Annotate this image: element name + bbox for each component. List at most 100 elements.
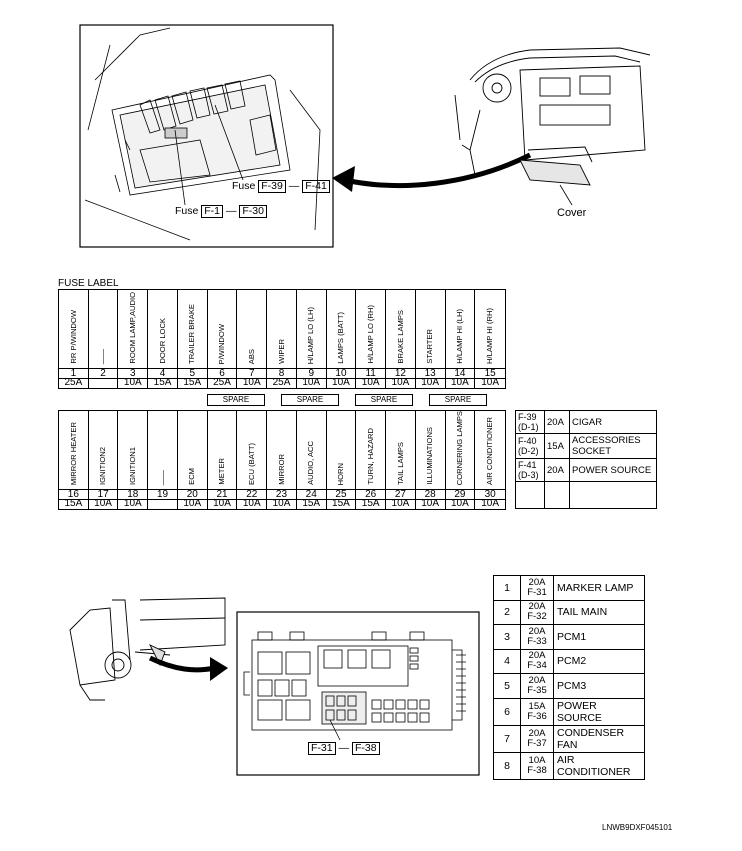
fuse-amperage: 15A [528, 700, 546, 712]
fuse-amperage: 10A [528, 754, 546, 766]
fuse-circuit-label: CORNERING LAMPS [455, 410, 465, 485]
dash: — [288, 180, 300, 192]
fuse-id-from: F-31 [308, 742, 336, 755]
fuse-amperage: 10A [242, 377, 261, 388]
fuse-circuit-label: BRAKE LAMPS [395, 310, 405, 364]
fuse-circuit-label: ROOM LAMP,AUDIO [128, 292, 138, 364]
fuse-circuit-label: LAMPS (BATT) [336, 312, 346, 364]
fuse-amperage: 10A [450, 377, 469, 388]
fuse-amperage: 10A [421, 498, 440, 509]
fuse-number: 1 [70, 368, 77, 379]
fuse-id-from: F-39 [258, 180, 286, 193]
fuse-id: F-41 [518, 460, 537, 470]
fuse-number: 17 [97, 489, 109, 500]
fuse-amperage: 25A [213, 377, 231, 388]
fuse-id: F-38 [527, 764, 547, 776]
fuse-position: 4 [493, 648, 521, 674]
fuse-circuit-label: DOOR LOCK [157, 318, 167, 364]
fuse-amperage: 10A [481, 377, 500, 388]
fuse-amperage: 20A [528, 625, 546, 637]
fuse-number: 18 [127, 489, 139, 500]
fuse-id-from: F-1 [201, 205, 224, 218]
fuse-number: 5 [189, 368, 196, 379]
fuse-sub-id: (D-1) [518, 422, 539, 432]
fuse-number: 6 [219, 368, 225, 379]
fuse-circuit-label: RR P/WINDOW [68, 310, 78, 364]
fuse-number: 22 [246, 489, 258, 500]
fuse-callout-f31-f38: F-31 — F-38 [308, 742, 380, 755]
fuse-amperage: 20A [528, 650, 546, 662]
fuse-amperage: 20A [544, 410, 570, 434]
fuse-amperage: 10A [391, 377, 410, 388]
fuse-number: 14 [454, 368, 466, 379]
fuse-amperage: 10A [272, 498, 291, 509]
fuse-circuit-name: PCM2 [553, 648, 645, 674]
fuse-label-title: FUSE LABEL [58, 278, 119, 289]
fuse-amperage: 10A [391, 498, 410, 509]
fuse-panel-sketch [84, 27, 321, 241]
dash: — [338, 742, 350, 754]
fuse-circuit-name: MARKER LAMP [553, 575, 645, 601]
fuse-position: 2 [493, 599, 521, 625]
fuse-amperage: 15A [544, 433, 570, 459]
fuse-id: F-40 [518, 436, 537, 446]
fuse-amperage: 15A [332, 498, 350, 509]
fuse-number: 12 [394, 368, 406, 379]
dash: — [225, 205, 237, 217]
fuse-number: 26 [365, 489, 377, 500]
fuse-id: F-36 [527, 710, 547, 722]
fuse-circuit-label: P/WINDOW [217, 323, 227, 365]
fuse-circuit-label: ECU (BATT) [246, 442, 256, 485]
fuse-amperage: 10A [123, 377, 142, 388]
fuse-word: Fuse [175, 205, 199, 217]
fuse-amperage: 10A [213, 498, 231, 509]
fuse-cell: ——2 [89, 290, 119, 388]
fuse-circuit-label: AUDIO, ACC [306, 441, 316, 485]
fuse-circuit-label: —— [157, 469, 167, 485]
fuse-amperage: 15A [183, 377, 202, 388]
fuse-sub-id: (D-3) [518, 470, 539, 480]
fuse-amperage: 10A [94, 498, 112, 509]
fuse-amperage: 20A [528, 727, 546, 739]
spare-label: SPARE [207, 394, 265, 406]
top-illustration [79, 24, 651, 248]
fuse-sub-id: (D-2) [518, 446, 539, 456]
fuse-number: 3 [130, 368, 136, 379]
fuse-circuit-name: PCM1 [553, 624, 645, 650]
fuse-number: 24 [305, 489, 317, 500]
fuse-circuit-label: H/LAMP HI (LH) [455, 309, 465, 364]
fuse-circuit-label: IGNITION2 [98, 447, 108, 485]
fuse-circuit-label: MIRROR HEATER [68, 421, 78, 485]
fuse-number: 21 [216, 489, 228, 500]
fuse-number: 13 [424, 368, 436, 379]
fuse-amperage: 10A [123, 498, 142, 509]
fuse-circuit-name: PCM3 [553, 673, 645, 699]
fuse-position: 5 [493, 673, 521, 699]
side-fuse-blank-row [515, 481, 657, 509]
bottom-illustration [69, 597, 480, 776]
locator-arrow [148, 655, 216, 673]
fuse-number: 7 [248, 368, 255, 379]
fuse-amperage: 10A [421, 377, 440, 388]
fuse-amperage: 15A [153, 377, 172, 388]
fuse-callout-f39-f41: Fuse F-39 — F-41 [232, 180, 330, 193]
fuse-id: F-31 [527, 586, 547, 598]
